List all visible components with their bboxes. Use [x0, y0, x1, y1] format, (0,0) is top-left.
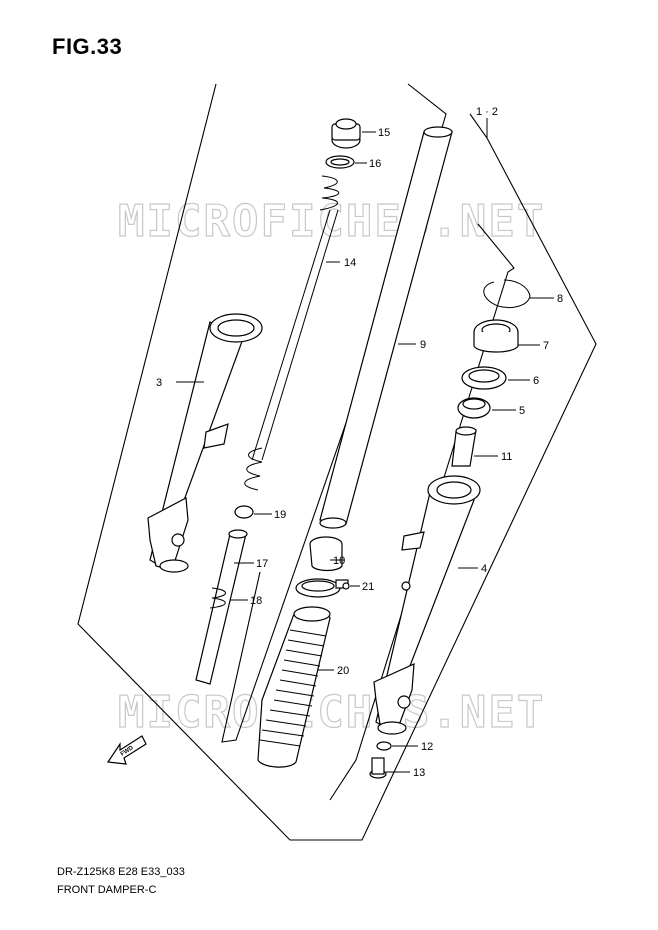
callout-5: 5: [519, 405, 525, 417]
figure-title: FIG.33: [52, 34, 123, 59]
callout-21: 21: [362, 581, 374, 593]
callout-4: 4: [481, 563, 487, 575]
assembly-frame-right: [329, 223, 515, 801]
part-3-outer-tube: [147, 313, 263, 573]
callout-17: 17: [256, 558, 268, 570]
model-code: DR-Z125K8 E28 E33_033: [57, 866, 185, 878]
part-4-outer-tube: [373, 475, 481, 735]
watermark-top: MICROFICHES.NET: [118, 196, 545, 247]
part-11-oil-lock-piece: [451, 426, 477, 467]
part-14-fork-spring: [244, 175, 340, 491]
part-8-clip: [483, 279, 531, 309]
part-13-bolt: [369, 757, 387, 779]
callout-11: 11: [501, 451, 512, 463]
callout-10: 10: [333, 555, 345, 567]
part-21-clamp: [295, 578, 350, 598]
callout-8: 8: [557, 293, 563, 305]
callout-20: 20: [337, 665, 349, 677]
part-9-inner-tube: [319, 126, 453, 529]
part-7-oil-seal: [473, 319, 519, 353]
callout-7: 7: [543, 340, 549, 352]
part-12-gasket: [376, 741, 392, 751]
part-17-damper-rod: [195, 529, 248, 685]
part-10-slide-bushing: [309, 536, 343, 572]
watermark-bottom: MICROFICHES.NET: [118, 687, 545, 738]
assembly-frame-inner: [221, 83, 447, 743]
callout-15: 15: [378, 127, 390, 139]
callout-6: 6: [533, 375, 539, 387]
callout-12: 12: [421, 741, 433, 753]
diagram-name: FRONT DAMPER-C: [57, 884, 157, 896]
callout-19: 19: [274, 509, 286, 521]
assembly-label: 1 · 2: [476, 106, 498, 118]
callout-14: 14: [344, 257, 356, 269]
part-20-dust-boot: [257, 606, 331, 768]
part-19-spring-seat: [234, 505, 254, 519]
callout-9: 9: [420, 339, 426, 351]
callout-16: 16: [369, 158, 381, 170]
part-18-rebound-spring: [209, 587, 226, 609]
callout-3: 3: [156, 377, 162, 389]
callout-13: 13: [413, 767, 425, 779]
callout-18: 18: [250, 595, 262, 607]
fwd-arrow-icon: FWD: [106, 735, 147, 765]
part-15-cap-bolt: [331, 118, 361, 149]
